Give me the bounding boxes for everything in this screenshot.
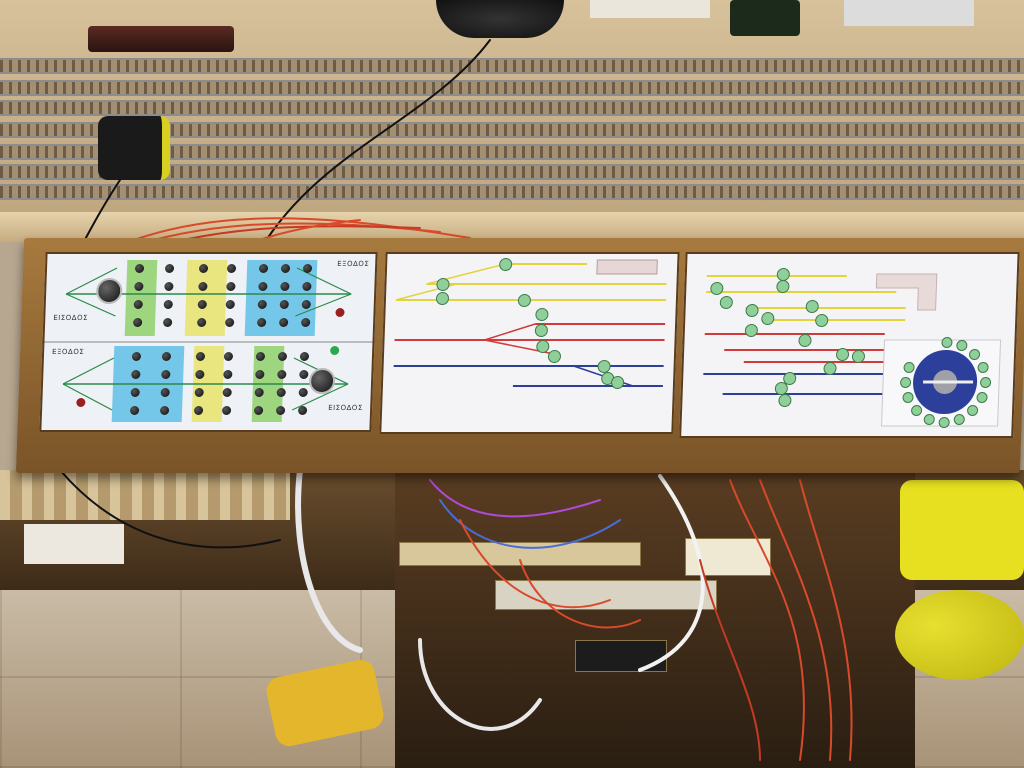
storage-rack	[0, 470, 290, 520]
wire	[429, 479, 601, 518]
wiring-area	[395, 470, 915, 768]
wire	[699, 559, 761, 761]
wire	[759, 479, 833, 761]
control-console: ΕΙΣΟΔΟΣ ΕΞΟΔΟΣ ΕΞΟΔΟΣ ΕΙΣΟΔΟΣ	[15, 238, 1024, 473]
wire	[259, 39, 491, 251]
equipment-box	[844, 0, 974, 26]
track-rail	[0, 122, 1024, 138]
track-board	[0, 0, 1024, 230]
wire	[799, 479, 853, 761]
equipment-box	[590, 0, 710, 18]
wire	[729, 479, 805, 761]
turntable-signal	[903, 361, 915, 373]
track-rail	[0, 184, 1024, 200]
wire	[638, 474, 705, 672]
power-adapter	[98, 116, 170, 180]
track-rail	[0, 164, 1024, 180]
switch-panel-diagram	[44, 267, 373, 411]
wire	[459, 519, 611, 609]
vacuum-cleaner-body	[895, 590, 1024, 680]
turntable-signal	[923, 413, 935, 425]
table-edge	[0, 212, 1024, 242]
turntable-disc	[436, 0, 564, 38]
wire	[295, 467, 363, 653]
track-rail	[0, 144, 1024, 160]
equipment-box	[730, 0, 800, 36]
track-diagram-panel	[379, 252, 680, 434]
track-rail	[0, 100, 1024, 116]
exit-label: ΕΞΟΔΟΣ	[51, 348, 85, 356]
yard-diagram-panel	[679, 252, 1020, 438]
locomotive	[88, 26, 234, 52]
track-diagram	[393, 259, 667, 387]
wire	[439, 499, 621, 549]
switch-panel: ΕΙΣΟΔΟΣ ΕΞΟΔΟΣ ΕΞΟΔΟΣ ΕΙΣΟΔΟΣ	[39, 252, 378, 432]
exit-label: ΕΞΟΔΟΣ	[337, 260, 370, 268]
turntable-signal	[977, 361, 989, 373]
wire	[418, 638, 542, 731]
track-rail	[0, 58, 1024, 74]
vacuum-cleaner	[900, 480, 1024, 580]
wire	[59, 469, 281, 549]
entry-label: ΕΙΣΟΔΟΣ	[53, 314, 89, 322]
track-rail	[0, 80, 1024, 96]
storage-box	[24, 524, 124, 564]
wire	[519, 559, 641, 629]
entry-label: ΕΙΣΟΔΟΣ	[328, 404, 363, 412]
